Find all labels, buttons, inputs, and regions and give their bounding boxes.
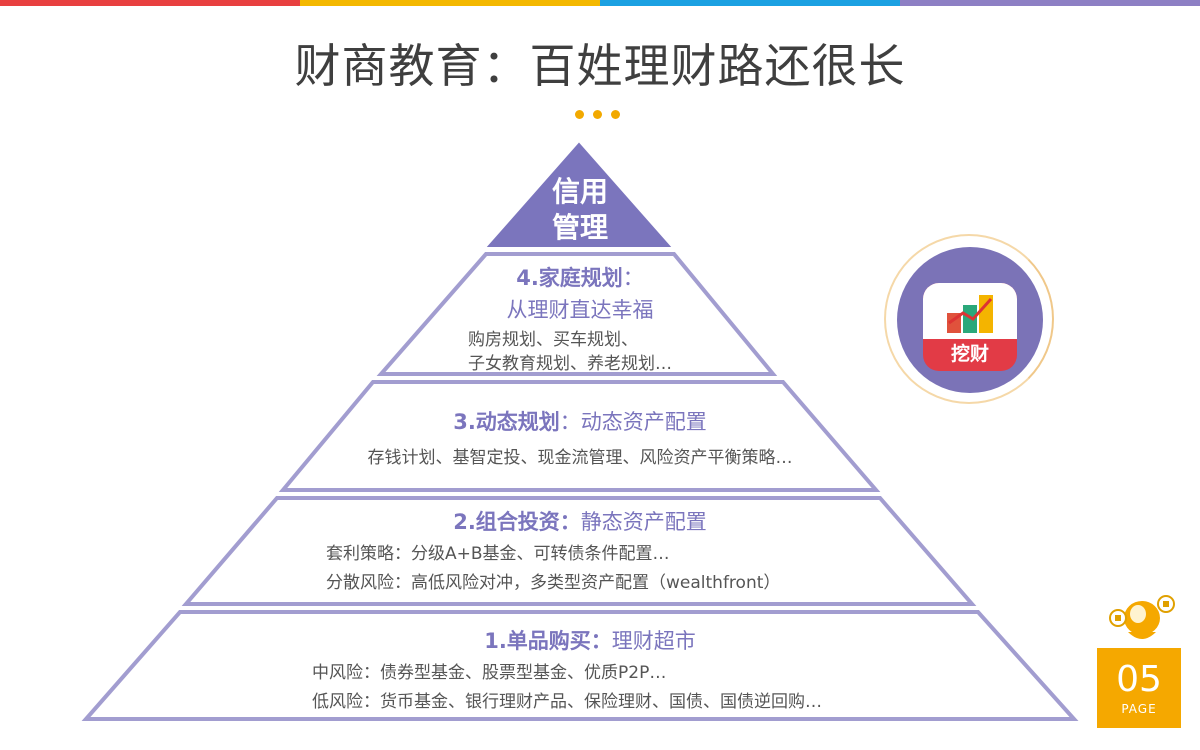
tier-4-heading-sep: ： [622, 266, 644, 290]
tier-4-heading: 4.家庭规划： [430, 262, 730, 292]
logo-text: 挖财 [950, 343, 989, 365]
tier-1-band [81, 610, 1079, 721]
top-bar-yellow [300, 0, 600, 6]
dot [593, 110, 602, 119]
page-number: 05 [1116, 659, 1162, 700]
mascot-icon [1109, 595, 1175, 639]
tier-2-details: 套利策略：分级A+B基金、可转债条件配置… 分散风险：高低风险对冲，多类型资产配… [280, 540, 880, 598]
tier-2-heading: 2.组合投资：静态资产配置 [280, 506, 880, 536]
tier-4-subheading: 从理财直达幸福 [506, 298, 654, 322]
tier-2-heading-bold: 2.组合投资： [453, 510, 581, 534]
tier-2-heading-rest: 静态资产配置 [580, 510, 707, 534]
logo-ring [884, 234, 1054, 404]
tier-3-text: 3.动态规划：动态资产配置 存钱计划、基智定投、现金流管理、风险资产平衡策略… [300, 406, 860, 470]
top-bar-red [0, 0, 300, 6]
dot [611, 110, 620, 119]
top-bar-blue [600, 0, 900, 6]
apex-line-2: 管理 [551, 211, 608, 244]
tier-1-detail-line: 中风险：债券型基金、股票型基金、优质P2P… [312, 663, 667, 683]
page-title: 财商教育：百姓理财路还很长 [294, 39, 906, 93]
tier-2-text: 2.组合投资：静态资产配置 套利策略：分级A+B基金、可转债条件配置… 分散风险… [280, 506, 880, 598]
apex-line-1: 信用 [551, 175, 608, 208]
chart-app-icon: 挖财 [923, 283, 1017, 371]
tier-4-band [376, 252, 778, 376]
tier-1-detail-line: 低风险：货币基金、银行理财产品、保险理财、国债、国债逆回购… [312, 692, 822, 712]
top-bar-purple [900, 0, 1200, 6]
tier-3-heading-sep: ： [559, 410, 581, 434]
tier-3-heading: 3.动态规划：动态资产配置 [300, 406, 860, 436]
tier-2-detail-line: 分散风险：高低风险对冲，多类型资产配置（wealthfront） [326, 573, 781, 593]
tier-2-band [181, 496, 977, 606]
title-dots [575, 110, 620, 119]
tier-3-heading-rest: 动态资产配置 [580, 410, 707, 434]
tier-3-details: 存钱计划、基智定投、现金流管理、风险资产平衡策略… [300, 446, 860, 470]
tier-1-heading-bold: 1.单品购买： [484, 629, 612, 653]
tier-1-text: 1.单品购买：理财超市 中风险：债券型基金、股票型基金、优质P2P… 低风险：货… [280, 625, 900, 717]
apex-label: 信用 管理 [530, 174, 630, 246]
tier-4-detail-line: 购房规划、买车规划、 [468, 330, 638, 350]
tier-1-heading-rest: 理财超市 [611, 629, 696, 653]
tier-3-band [278, 380, 881, 492]
tier-4-detail-line: 子女教育规划、养老规划… [468, 354, 672, 374]
tier-1-details: 中风险：债券型基金、股票型基金、优质P2P… 低风险：货币基金、银行理财产品、保… [280, 659, 900, 717]
tier-3-heading-bold: 3.动态规划 [453, 410, 560, 434]
app-icon-top [923, 283, 1017, 339]
bar-chart-icon [947, 295, 993, 333]
tier-4-text: 4.家庭规划： 从理财直达幸福 购房规划、买车规划、 子女教育规划、养老规划… [430, 262, 730, 376]
tier-3-detail-line: 存钱计划、基智定投、现金流管理、风险资产平衡策略… [367, 448, 793, 468]
tier-4-details: 购房规划、买车规划、 子女教育规划、养老规划… [430, 328, 730, 376]
apex-triangle [486, 142, 672, 247]
tier-4-heading-bold: 4.家庭规划 [516, 266, 623, 290]
page-badge: 05 PAGE [1097, 648, 1181, 728]
page-label: PAGE [1121, 702, 1157, 716]
dot [575, 110, 584, 119]
top-color-bar [0, 0, 1200, 6]
tier-2-detail-line: 套利策略：分级A+B基金、可转债条件配置… [326, 544, 670, 564]
tier-1-heading: 1.单品购买：理财超市 [280, 625, 900, 655]
